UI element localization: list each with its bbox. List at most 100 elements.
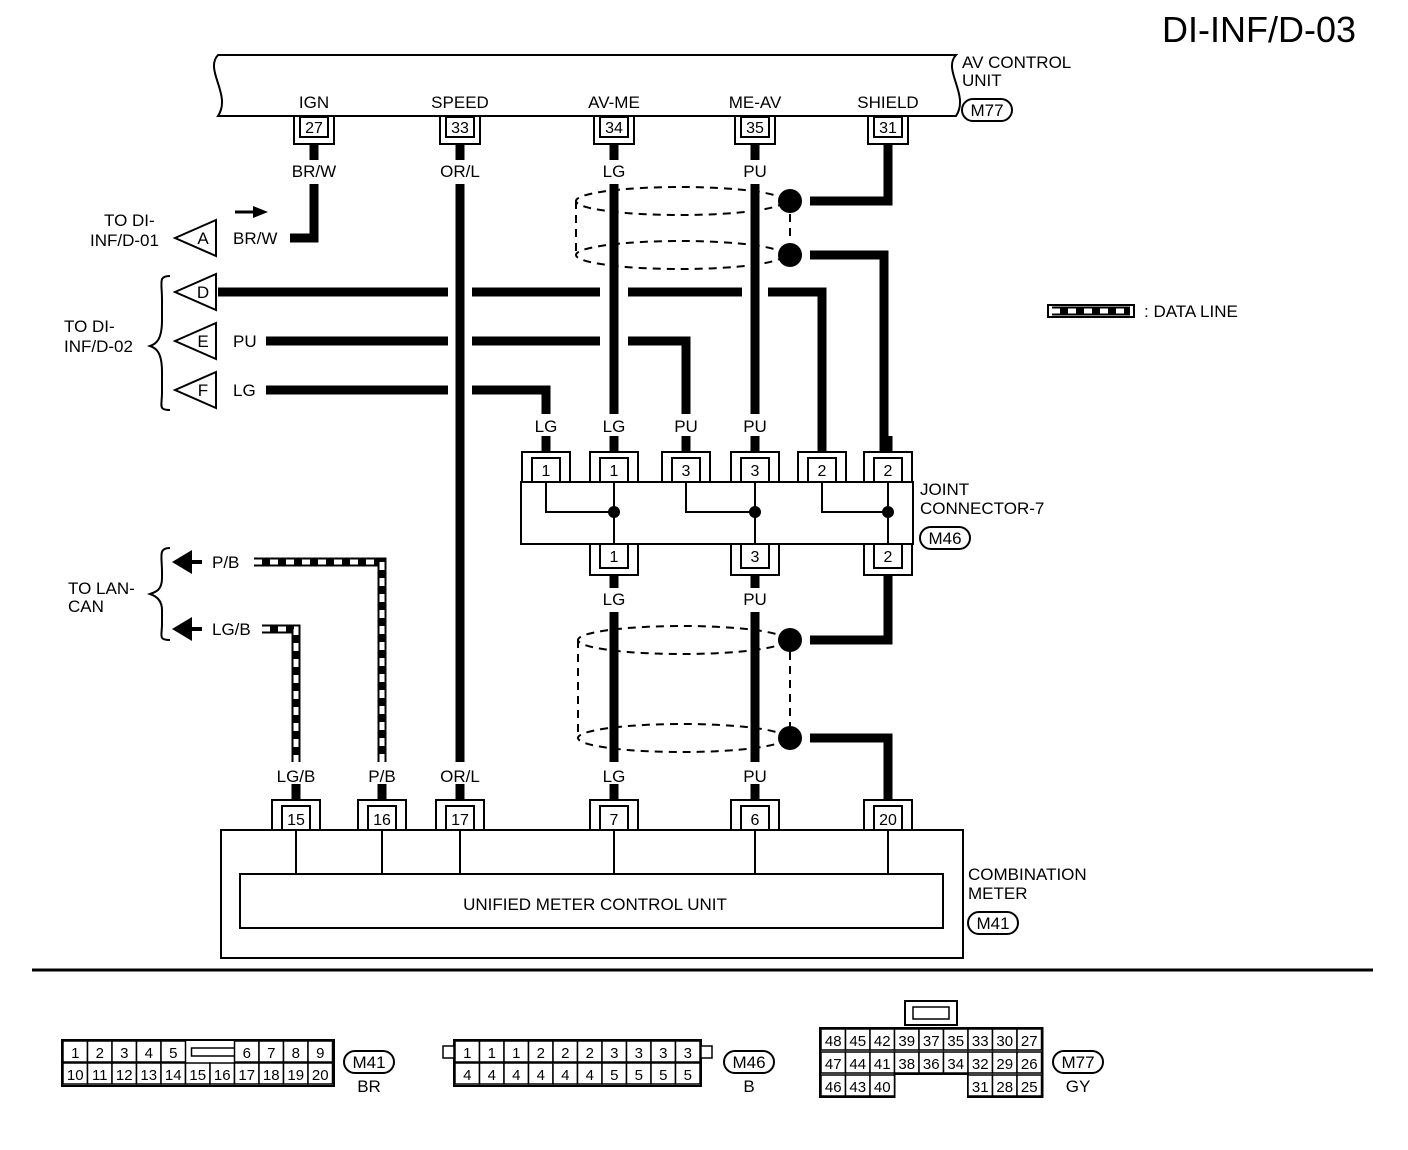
av-control-unit: AV CONTROL UNIT M77 IGN SPEED AV-ME ME-A… <box>212 53 1071 122</box>
meter-name-1: COMBINATION <box>968 865 1087 884</box>
cavity-number: 38 <box>898 1056 915 1073</box>
wire-label-brw: BR/W <box>292 162 336 181</box>
page-title: DI-INF/D-03 <box>1162 9 1356 50</box>
meter-pin: 17 <box>435 799 485 831</box>
cavity-number: 3 <box>635 1045 643 1062</box>
av-pin-33: 33 <box>439 116 481 145</box>
joint-top-pin: 2 <box>863 451 913 483</box>
cavity-number: 30 <box>996 1033 1013 1050</box>
joint-top-pin: 3 <box>730 451 780 483</box>
svg-text:7: 7 <box>610 812 619 829</box>
cavity-number: 7 <box>267 1045 275 1062</box>
cavity-number: 31 <box>972 1079 989 1096</box>
cavity-number: 28 <box>996 1079 1013 1096</box>
cavity-number: 4 <box>463 1067 471 1084</box>
svg-text:1: 1 <box>542 463 551 480</box>
connector-cavity <box>1016 1051 1043 1074</box>
latch <box>190 1047 242 1057</box>
cavity-number: 5 <box>610 1067 618 1084</box>
cavity-number: 42 <box>874 1033 891 1050</box>
svg-text:3: 3 <box>751 463 760 480</box>
cavity-number: 9 <box>316 1045 324 1062</box>
cavity-number: 36 <box>923 1056 940 1073</box>
cavity-number: 16 <box>214 1067 231 1084</box>
brace-lan <box>146 547 171 641</box>
cavity-number: 1 <box>463 1045 471 1062</box>
svg-text:31: 31 <box>879 120 897 137</box>
meter-inner-label: UNIFIED METER CONTROL UNIT <box>463 895 727 914</box>
cavity-number: 8 <box>292 1045 300 1062</box>
connector-d <box>172 272 217 312</box>
svg-text:LG/B: LG/B <box>277 767 316 786</box>
wire-label-f: LG <box>233 381 256 400</box>
cavity-number: 3 <box>684 1045 692 1062</box>
cavity-number: 17 <box>238 1067 255 1084</box>
joint-bottom-pin: 1 <box>589 543 639 576</box>
cavity-number: 2 <box>96 1045 104 1062</box>
connector-cavity <box>674 1062 701 1085</box>
to-d01-line1: TO DI- <box>104 211 155 230</box>
svg-text:1: 1 <box>610 463 619 480</box>
svg-text:LG: LG <box>603 590 626 609</box>
connector-a <box>172 218 217 258</box>
cavity-number: 37 <box>923 1033 940 1050</box>
svg-text:3: 3 <box>682 463 691 480</box>
connector-f <box>172 370 217 410</box>
svg-text:33: 33 <box>451 120 469 137</box>
cavity-number: 29 <box>996 1056 1013 1073</box>
cavity-number: 5 <box>684 1067 692 1084</box>
cavity-number: 40 <box>874 1079 891 1096</box>
shield-bottom <box>577 625 802 753</box>
cavity-number: 3 <box>659 1045 667 1062</box>
cavity-number: 10 <box>67 1067 84 1084</box>
svg-text:PU: PU <box>743 417 767 436</box>
cavity-number: 12 <box>116 1067 133 1084</box>
cavity-number: 15 <box>189 1067 206 1084</box>
cavity-number: 1 <box>71 1045 79 1062</box>
cavity-number: 48 <box>825 1033 842 1050</box>
av-pin-27: 27 <box>293 116 335 145</box>
cavity-number: 3 <box>610 1045 618 1062</box>
arrow-left-icon <box>172 550 192 574</box>
connector-code: M46 <box>732 1053 765 1072</box>
brace-d02 <box>146 275 171 411</box>
wire-ign <box>290 184 319 243</box>
cavity-number: 4 <box>586 1067 594 1084</box>
av-unit-code: M77 <box>970 101 1003 120</box>
cavity-number: 34 <box>947 1056 964 1073</box>
wire-e <box>628 336 691 414</box>
cavity-number: 3 <box>120 1045 128 1062</box>
cavity-number: 43 <box>849 1079 866 1096</box>
to-lan-line2: CAN <box>68 597 104 616</box>
connector-code: M77 <box>1061 1053 1094 1072</box>
svg-text:2: 2 <box>818 463 827 480</box>
svg-text:35: 35 <box>746 120 764 137</box>
connector-cavity <box>869 1074 896 1097</box>
cavity-number: 5 <box>169 1045 177 1062</box>
svg-text:A: A <box>197 229 209 248</box>
svg-text:34: 34 <box>605 120 623 137</box>
svg-text:3: 3 <box>751 549 760 566</box>
joint-connector: LG LG PU PU 1 1 3 3 2 2 1 3 2 LG PU JOIN… <box>520 417 1044 609</box>
svg-text:27: 27 <box>305 120 323 137</box>
svg-text:LG: LG <box>535 417 558 436</box>
connector-color: B <box>743 1077 754 1096</box>
cavity-number: 13 <box>140 1067 157 1084</box>
av-pin-label-me-av: ME-AV <box>729 93 782 112</box>
svg-text:2: 2 <box>884 549 893 566</box>
svg-text:PU: PU <box>743 767 767 786</box>
wire-label-a: BR/W <box>233 229 277 248</box>
cavity-number: 1 <box>512 1045 520 1062</box>
meter-code: M41 <box>976 914 1009 933</box>
svg-text:LG: LG <box>603 417 626 436</box>
av-unit-name-2: UNIT <box>962 71 1002 90</box>
svg-text:PU: PU <box>674 417 698 436</box>
joint-top-pin: 3 <box>661 451 711 483</box>
connector-code: M41 <box>352 1053 385 1072</box>
offpage-connectors: TO DI- INF/D-01 A BR/W TO DI- INF/D-02 D… <box>64 206 277 641</box>
connector-cavity <box>160 1040 187 1063</box>
av-pin-34: 34 <box>593 116 635 145</box>
